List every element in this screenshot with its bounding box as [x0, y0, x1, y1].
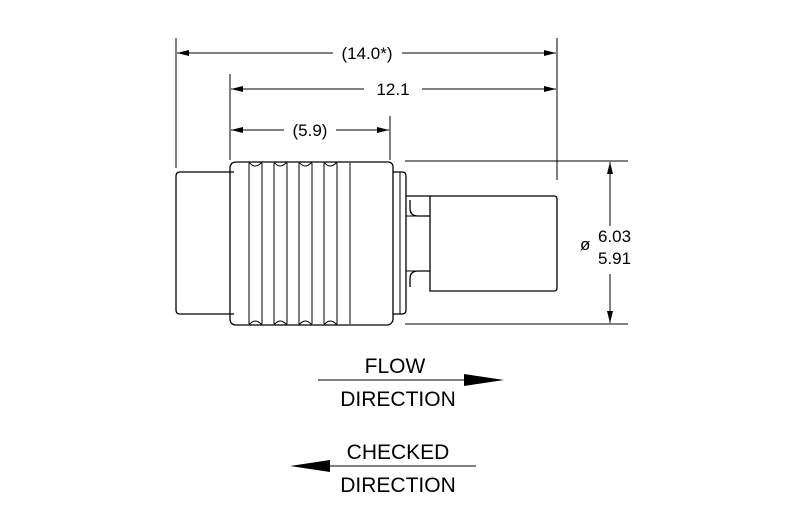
body-length-label: 12.1: [376, 80, 409, 99]
flow-direction-indicator: FLOW DIRECTION: [318, 355, 504, 411]
thread-length-dimension: (5.9): [231, 121, 389, 140]
checked-label-top: CHECKED: [347, 441, 450, 464]
checked-direction-indicator: CHECKED DIRECTION: [290, 441, 476, 497]
valve-collar: [393, 171, 407, 315]
flow-label-bottom: DIRECTION: [340, 388, 456, 411]
overall-length-dimension: (14.0*): [177, 44, 556, 63]
flow-label-top: FLOW: [365, 355, 426, 378]
body-length-dimension: 12.1: [231, 80, 556, 99]
diameter-max-label: 6.03: [598, 227, 631, 246]
valve-nose: [175, 171, 234, 315]
checked-arrow-icon: [290, 460, 330, 472]
flow-arrow-icon: [464, 374, 504, 386]
valve-body: [175, 161, 558, 326]
thread-flutes: [248, 161, 351, 326]
diameter-min-label: 5.91: [598, 249, 631, 268]
overall-length-label: (14.0*): [341, 44, 392, 63]
valve-stem: [406, 195, 558, 292]
valve-thread-body: [229, 161, 394, 326]
diameter-dimension: ø 6.03 5.91: [580, 162, 631, 323]
extension-lines: [175, 38, 628, 325]
diameter-symbol: ø: [580, 235, 590, 254]
thread-length-label: (5.9): [293, 121, 328, 140]
checked-label-bottom: DIRECTION: [340, 474, 456, 497]
